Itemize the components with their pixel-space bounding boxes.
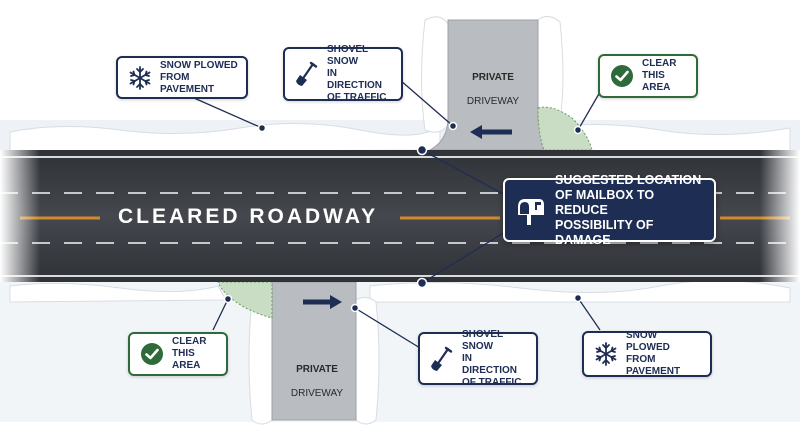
driveway-label-bottom: PRIVATE DRIVEWAY xyxy=(272,352,362,400)
callout-shovel-top-text: SHOVEL SNOW IN DIRECTION OF TRAFFIC xyxy=(327,44,387,103)
callout-clear-top-text: CLEAR THIS AREA xyxy=(642,58,677,93)
callout-clear-bottom: CLEAR THIS AREA xyxy=(128,332,228,376)
arrow-left-icon xyxy=(470,125,512,139)
roadway-label: CLEARED ROADWAY xyxy=(118,205,379,228)
callout-shovel-top: SHOVEL SNOW IN DIRECTION OF TRAFFIC xyxy=(283,44,403,103)
driveways xyxy=(271,19,561,421)
callout-mailbox: SUGGESTED LOCATION OF MAILBOX TO REDUCE … xyxy=(503,173,716,247)
callout-snow-plowed-bottom: SNOW PLOWED FROM PAVEMENT xyxy=(582,330,712,377)
callout-clear-top: CLEAR THIS AREA xyxy=(598,54,698,98)
clear-area-top xyxy=(537,106,593,151)
callout-snow-plowed-top-text: SNOW PLOWED FROM PAVEMENT xyxy=(160,59,238,95)
driveway-label-top-line1: PRIVATE xyxy=(472,72,514,83)
driveway-label-bottom-line1: PRIVATE xyxy=(296,364,338,375)
roadway xyxy=(0,150,800,282)
callout-shovel-bottom-text: SHOVEL SNOW IN DIRECTION OF TRAFFIC xyxy=(462,328,522,388)
check-circle-icon xyxy=(611,65,633,87)
callout-snow-plowed-top: SNOW PLOWED FROM PAVEMENT xyxy=(116,56,248,99)
leader-dots xyxy=(223,121,583,313)
callout-shovel-bottom: SHOVEL SNOW IN DIRECTION OF TRAFFIC xyxy=(418,329,538,388)
driveway-label-bottom-line2: DRIVEWAY xyxy=(290,388,344,399)
snowflake-icon xyxy=(595,342,617,366)
shovel-icon xyxy=(296,61,318,86)
leader-lines xyxy=(193,79,601,349)
shovel-icon xyxy=(431,346,453,371)
snowflake-icon xyxy=(129,65,151,90)
callout-mailbox-text: SUGGESTED LOCATION OF MAILBOX TO REDUCE … xyxy=(555,172,702,247)
driveway-label-top-line2: DRIVEWAY xyxy=(466,96,520,107)
check-circle-icon xyxy=(141,343,163,365)
clear-area-bottom xyxy=(217,281,273,319)
mailbox-icon xyxy=(518,199,544,225)
arrow-right-icon xyxy=(303,295,342,309)
driveway-label-top: PRIVATE DRIVEWAY xyxy=(448,60,538,108)
callout-clear-bottom-text: CLEAR THIS AREA xyxy=(172,336,207,371)
callout-snow-plowed-bottom-text: SNOW PLOWED FROM PAVEMENT xyxy=(626,330,681,377)
